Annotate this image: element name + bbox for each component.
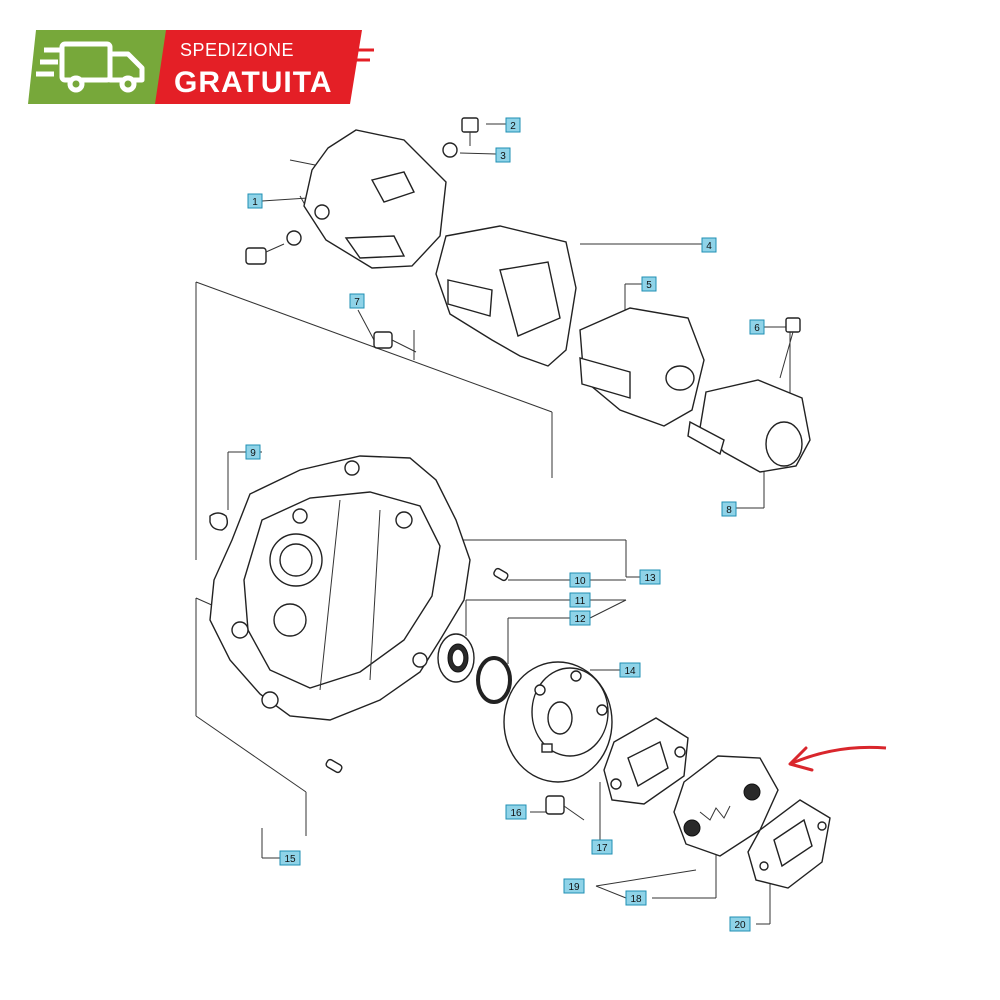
callout-10: 10: [569, 572, 591, 588]
truck-icon: [36, 41, 145, 93]
screw-left: [245, 243, 285, 265]
svg-text:16: 16: [510, 808, 522, 819]
gasket: [603, 717, 689, 805]
clutch-drum: [503, 661, 613, 783]
callout-19: 19: [563, 878, 585, 894]
bearing: [437, 633, 475, 683]
svg-text:15: 15: [284, 854, 296, 865]
screw-6: [779, 317, 801, 379]
callout-12: 12: [569, 610, 591, 626]
callout-3: 3: [495, 147, 511, 163]
callout-15: 15: [279, 850, 301, 866]
screw-7: [373, 331, 417, 353]
dowel-pin: [325, 758, 343, 774]
svg-text:12: 12: [574, 614, 586, 625]
spring-clip: [209, 512, 229, 531]
svg-text:13: 13: [644, 573, 656, 584]
parts: [209, 117, 887, 889]
badge-green-panel: [28, 30, 175, 104]
callout-20: 20: [729, 916, 751, 932]
svg-text:3: 3: [500, 151, 506, 162]
pin-10: [493, 567, 509, 582]
clutch-shoes: [673, 755, 779, 857]
svg-text:11: 11: [575, 596, 586, 607]
callout-2: 2: [505, 117, 521, 133]
svg-text:17: 17: [596, 843, 608, 854]
muffler-cover: [687, 379, 811, 473]
cylinder-cover: [303, 129, 447, 269]
svg-text:4: 4: [706, 241, 712, 252]
callout-6: 6: [749, 319, 765, 335]
svg-text:9: 9: [250, 448, 256, 459]
callout-5: 5: [641, 276, 657, 292]
callout-4: 4: [701, 237, 717, 253]
svg-text:2: 2: [510, 121, 516, 132]
badge-line2: GRATUITA: [174, 66, 333, 99]
svg-text:8: 8: [726, 505, 732, 516]
screw-16: [545, 795, 585, 821]
crankcase: [209, 455, 471, 721]
svg-text:19: 19: [568, 882, 580, 893]
svg-text:14: 14: [624, 666, 636, 677]
callout-14: 14: [619, 662, 641, 678]
badge-red-panel: [155, 30, 362, 104]
callout-1: 1: [247, 193, 263, 209]
highlight-arrow: [788, 745, 887, 772]
callout-18: 18: [625, 890, 647, 906]
callout-7: 7: [349, 293, 365, 309]
o-ring-left: [286, 230, 302, 246]
o-ring-top: [442, 142, 458, 158]
cylinder: [435, 225, 577, 367]
svg-text:5: 5: [646, 280, 652, 291]
callout-9: 9: [245, 444, 261, 460]
callout-8: 8: [721, 501, 737, 517]
cover-plate: [747, 799, 831, 889]
muffler: [579, 307, 705, 427]
free-shipping-badge: SPEDIZIONE GRATUITA: [28, 30, 374, 104]
svg-text:18: 18: [630, 894, 642, 905]
callout-11: 11: [569, 592, 591, 608]
callout-13: 13: [639, 569, 661, 585]
svg-text:6: 6: [754, 323, 760, 334]
svg-text:7: 7: [354, 297, 360, 308]
badge-line1: SPEDIZIONE: [180, 40, 294, 60]
svg-text:20: 20: [734, 920, 746, 931]
callout-labels: 1 2 3 4 5 6 7 8 9 10 11 12 13 14 15 16 1…: [245, 117, 765, 932]
callout-17: 17: [591, 839, 613, 855]
seal-ring: [476, 656, 512, 704]
svg-text:10: 10: [574, 576, 586, 587]
screw-top: [461, 117, 479, 146]
callout-16: 16: [505, 804, 527, 820]
svg-text:1: 1: [252, 197, 258, 208]
